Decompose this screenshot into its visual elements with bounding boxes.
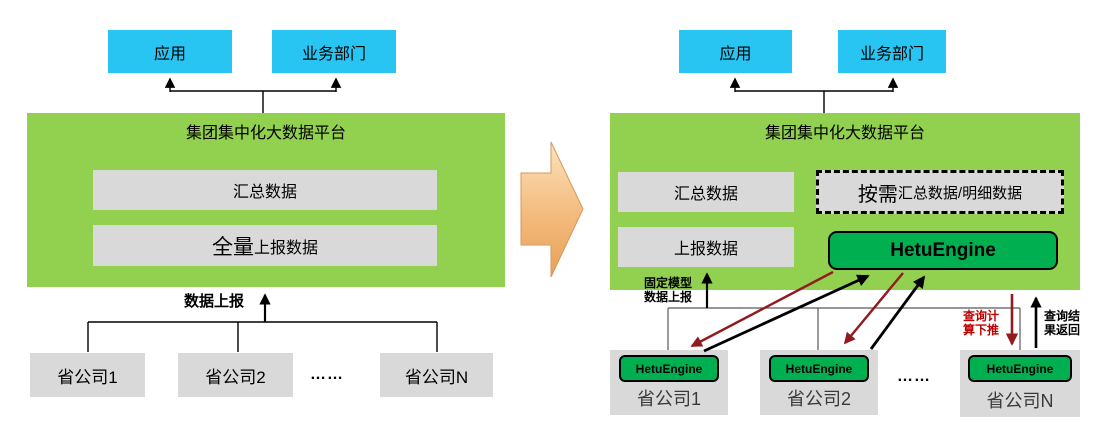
left-data-report-label: 数据上报	[183, 292, 244, 310]
right-business-box: 业务部门	[838, 30, 946, 73]
left-province-1-label: 省公司1	[57, 367, 118, 387]
left-platform-title: 集团集中化大数据平台	[185, 125, 346, 142]
province-1-hetu-chip: HetuEngine	[619, 355, 719, 382]
query-pushdown-line1: 查询计	[963, 309, 1000, 323]
left-summary-data-box: 汇总数据	[93, 170, 437, 210]
right-app-box: 应用	[679, 30, 792, 73]
left-ellipsis: ……	[310, 366, 344, 383]
left-full-rest: 上报数据	[253, 239, 318, 257]
query-pushdown-label: 查询计 算下推	[963, 309, 1009, 337]
left-province-2-label: 省公司2	[205, 367, 266, 387]
right-province-n-box: HetuEngine 省公司N	[960, 350, 1080, 417]
left-province-2-box: 省公司2	[178, 353, 293, 397]
fixed-model-line2: 数据上报	[644, 290, 693, 304]
query-return-line1: 查询结	[1044, 309, 1081, 323]
right-top-connectors	[729, 77, 899, 113]
right-business-label: 业务部门	[859, 45, 924, 63]
left-province-1-box: 省公司1	[30, 353, 145, 397]
right-ondemand-data-box: 按需汇总数据/明细数据	[816, 170, 1064, 214]
left-province-n-box: 省公司N	[380, 353, 493, 397]
right-platform-title: 集团集中化大数据平台	[764, 125, 925, 142]
left-app-label: 应用	[153, 45, 186, 63]
query-return-line2: 果返回	[1044, 323, 1081, 337]
right-province-n-label: 省公司N	[986, 391, 1054, 411]
right-report-data-box: 上报数据	[618, 227, 794, 267]
fixed-model-upload-label: 固定模型 数据上报	[644, 276, 704, 304]
right-province-2-box: HetuEngine 省公司2	[760, 350, 878, 415]
right-ondemand-bold: 按需	[857, 183, 898, 206]
transform-arrow	[520, 141, 584, 278]
left-province-n-label: 省公司N	[404, 367, 469, 387]
left-full-bold: 全量	[211, 235, 254, 259]
province-n-hetu-chip: HetuEngine	[968, 355, 1072, 382]
left-app-box: 应用	[108, 30, 232, 73]
left-top-connectors	[164, 77, 342, 113]
province-2-hetu-chip: HetuEngine	[769, 355, 869, 382]
right-report-data-label: 上报数据	[673, 241, 738, 258]
right-app-label: 应用	[719, 45, 752, 63]
right-ellipsis: ……	[897, 368, 931, 385]
query-return-label: 查询结 果返回	[1044, 309, 1090, 337]
query-pushdown-line2: 算下推	[963, 323, 1000, 337]
left-business-box: 业务部门	[272, 30, 396, 73]
hetu-engine-main-box: HetuEngine	[828, 231, 1058, 270]
right-province-1-label: 省公司1	[636, 389, 701, 409]
left-summary-data-label: 汇总数据	[232, 184, 297, 201]
right-province-1-box: HetuEngine 省公司1	[610, 350, 728, 415]
right-summary-data-label: 汇总数据	[673, 186, 738, 203]
right-province-2-label: 省公司2	[786, 389, 851, 409]
right-ondemand-rest: 汇总数据/明细数据	[897, 184, 1023, 202]
left-business-label: 业务部门	[301, 45, 366, 63]
fixed-model-line1: 固定模型	[644, 276, 693, 290]
right-summary-data-box: 汇总数据	[618, 172, 794, 212]
left-full-report-data-box: 全量上报数据	[93, 225, 437, 266]
hetu-engine-main-label: HetuEngine	[890, 239, 996, 261]
